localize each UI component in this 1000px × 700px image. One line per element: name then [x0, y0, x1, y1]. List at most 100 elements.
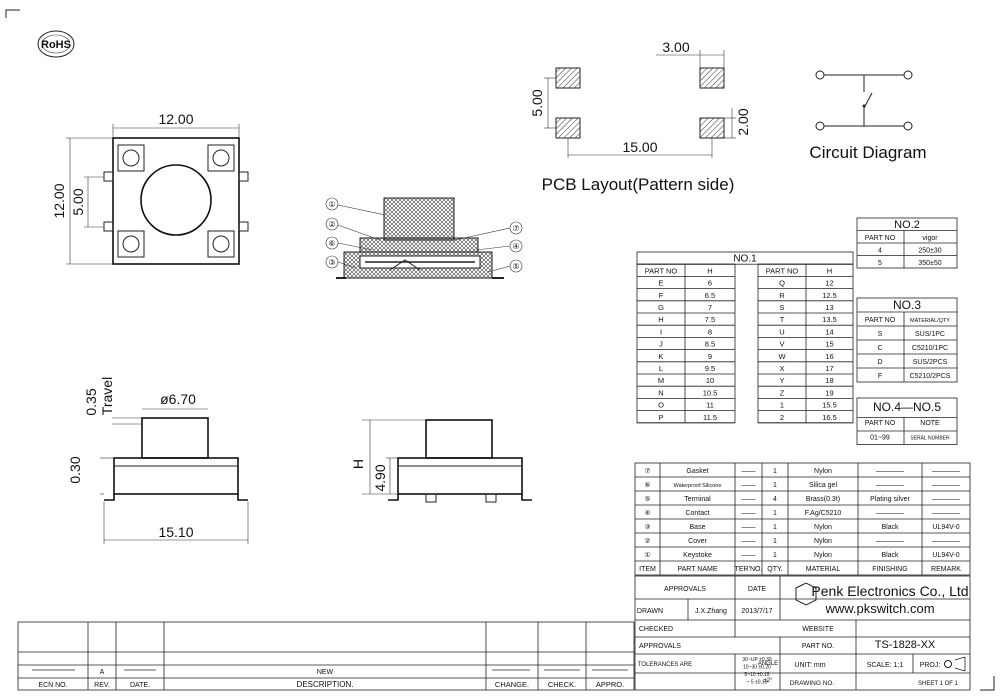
- no1-cell: K: [658, 352, 663, 361]
- bom-cell: ⑤: [644, 495, 650, 503]
- bom-cell: ————: [932, 538, 960, 545]
- no1-cell: I: [660, 327, 662, 336]
- bom-cell: Gasket: [686, 468, 708, 475]
- no3-title: NO.3: [893, 298, 921, 312]
- no2-header: vigor: [922, 235, 938, 242]
- bom-cell: ————: [876, 468, 904, 475]
- dim-travel-label: Travel: [99, 377, 115, 415]
- no1-cell: F: [659, 291, 664, 300]
- circuit-title: Circuit Diagram: [809, 143, 926, 162]
- bom-cell: ⑥: [644, 481, 650, 489]
- bom-cell: 4: [773, 496, 777, 503]
- rohs-text: RoHS: [41, 39, 71, 51]
- bom-cell: ——: [742, 524, 756, 531]
- no1-cell: 15.5: [822, 401, 837, 410]
- dim-pcb-15: 15.00: [622, 139, 657, 155]
- no1-cell: G: [658, 303, 664, 312]
- no45-header: NOTE: [920, 420, 940, 427]
- rev-appro: APPRO.: [596, 680, 624, 689]
- tb-scale: SCALE: 1:1: [867, 662, 904, 669]
- no1-cell: L: [659, 364, 663, 373]
- rev-row-new: NEW: [317, 669, 334, 676]
- bom-cell: Nylon: [814, 524, 832, 531]
- projection-icon: [944, 660, 952, 668]
- no1-cell: 13.5: [822, 315, 837, 324]
- side-view-right: [362, 419, 532, 503]
- no3-cell: SUS/2PCS: [913, 359, 948, 366]
- callout-1: ①: [328, 200, 335, 209]
- no1-title-cell: [636, 251, 854, 265]
- bom-cell: F.Ag/C5210: [805, 510, 842, 517]
- no45-cell: 01~99: [870, 435, 890, 442]
- tb-part-no-label: PART NO.: [802, 643, 834, 650]
- bom-header: TER'NO.: [735, 566, 763, 573]
- tb-angle: ANGLE: [758, 661, 778, 667]
- no1-cell: 9.5: [705, 364, 715, 373]
- bom-cell: Terminal: [684, 496, 711, 503]
- no1-cell: 15: [825, 340, 833, 349]
- dim-top-width: 12.00: [158, 111, 193, 127]
- bom-cell: ————: [932, 468, 960, 475]
- bom-cell: Black: [881, 552, 899, 559]
- dim-pcb-2: 2.00: [735, 108, 751, 135]
- tb-approvals2: APPROVALS: [639, 643, 681, 650]
- no3-cell: SUS/1PC: [915, 331, 945, 338]
- no1-cell: 7.5: [705, 315, 715, 324]
- no3-header: MATERIAL/QTY: [910, 318, 950, 324]
- tb-website: www.pkswitch.com: [824, 601, 934, 616]
- callout-3: ③: [328, 258, 335, 267]
- tb-company: Penk Electronics Co., Ltd: [811, 583, 968, 599]
- bom-cell: ——: [742, 482, 756, 489]
- bom-cell: Nylon: [814, 552, 832, 559]
- bom-cell: 1: [773, 510, 777, 517]
- no1-cell: 18: [825, 376, 833, 385]
- tb-checked: CHECKED: [639, 626, 673, 633]
- bom-cell: ——: [742, 552, 756, 559]
- no1-cell: W: [778, 352, 786, 361]
- bom-cell: 1: [773, 524, 777, 531]
- no2-title: NO.2: [894, 219, 920, 231]
- no45-header: PART NO: [865, 420, 896, 427]
- bom-cell: ————: [876, 482, 904, 489]
- no1-left-block: [636, 263, 736, 424]
- title-block: [634, 575, 971, 691]
- tb-tolerances: TOLERANCES ARE: [638, 662, 692, 668]
- dim-top-height: 12.00: [51, 183, 67, 218]
- bom-cell: ——: [742, 496, 756, 503]
- bom-cell: ③: [644, 523, 650, 531]
- dim-pcb-5: 5.00: [529, 89, 545, 116]
- bom-cell: ④: [644, 509, 650, 517]
- tb-tol: 5~10 ±0.15: [744, 672, 769, 678]
- tb-angle-val: ±2°: [763, 678, 773, 684]
- no1-cell: M: [658, 376, 664, 385]
- no1-cell: Y: [779, 376, 784, 385]
- bom-cell: ————: [932, 510, 960, 517]
- no3-cell: C5210/1PC: [912, 345, 948, 352]
- bom-cell: ⑦: [644, 467, 650, 475]
- tb-drawn-by: J.X.Zhang: [695, 608, 727, 615]
- no3-cell: F: [878, 373, 882, 380]
- no1-cell: 16.5: [822, 413, 837, 422]
- bom-header: FINISHING: [872, 566, 907, 573]
- dim-travel: 0.35: [83, 388, 99, 415]
- no1-cell: S: [779, 303, 784, 312]
- bom-cell: Brass(0.3t): [806, 496, 840, 503]
- bom-cell: ————: [932, 482, 960, 489]
- no2-cell: 4: [878, 248, 882, 255]
- bom-cell: Plating silver: [870, 496, 910, 503]
- no1-header: PART NO: [645, 266, 678, 275]
- bom-cell: Cover: [688, 538, 707, 545]
- no1-cell: 11: [706, 401, 714, 410]
- no3-cell: S: [878, 331, 883, 338]
- rohs-badge: RoHS: [37, 30, 75, 58]
- no1-cell: Z: [780, 388, 785, 397]
- tb-unit: UNIT: mm: [794, 662, 825, 669]
- projection-icon-line: [954, 667, 966, 672]
- no1-cell: R: [779, 291, 785, 300]
- no1-cell: V: [779, 340, 784, 349]
- no1-right-block: [757, 263, 854, 424]
- no45-cell: SERAL NUMBER: [910, 436, 950, 442]
- no1-cell: 17: [825, 364, 833, 373]
- callout-7: ⑦: [512, 224, 519, 233]
- no3-header: PART NO: [865, 317, 896, 324]
